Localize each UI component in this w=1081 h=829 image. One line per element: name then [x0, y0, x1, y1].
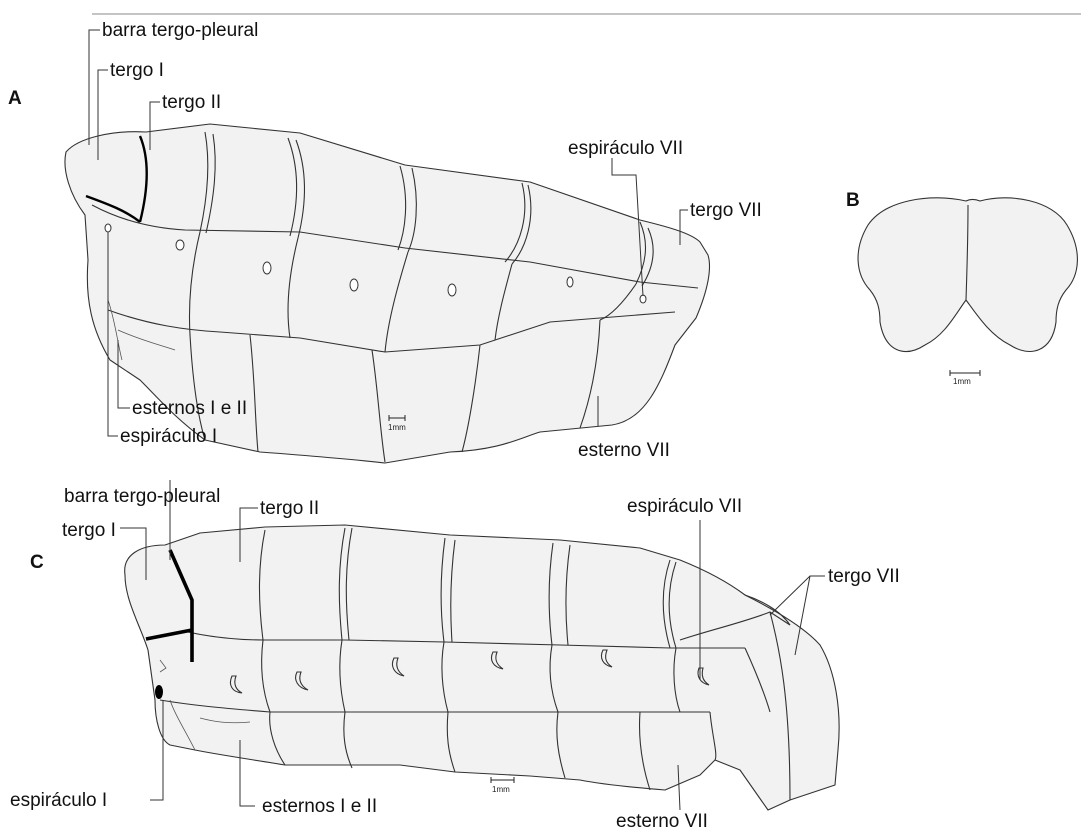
a-label-tergo-vii: tergo VII	[690, 200, 762, 221]
c-scale-bar: 1mm	[491, 777, 514, 794]
a-label-esterno-vii: esterno VII	[578, 440, 670, 461]
c-label-espiraculo-i: espiráculo I	[10, 790, 107, 811]
c-label-esterno-vii: esterno VII	[616, 811, 708, 829]
c-label-tergo-vii: tergo VII	[828, 566, 900, 587]
a-label-espiraculo-i: espiráculo I	[120, 426, 217, 447]
a-scale-label: 1mm	[388, 423, 406, 432]
a-label-espiraculo-vii: espiráculo VII	[568, 138, 683, 159]
a-scale-bar: 1mm	[388, 415, 406, 432]
b-scale-label: 1mm	[953, 377, 971, 386]
b-scale-bar: 1mm	[950, 370, 980, 386]
a-label-esternos-i-ii: esternos I e II	[132, 398, 247, 419]
panel-a-letter: A	[8, 88, 22, 109]
c-scale-label: 1mm	[492, 785, 510, 794]
c-label-tergo-ii: tergo II	[260, 498, 319, 519]
a-label-tergo-ii: tergo II	[162, 92, 221, 113]
a-label-tergo-i: tergo I	[110, 60, 164, 81]
panel-b-letter: B	[846, 190, 860, 211]
c-label-esternos-i-ii: esternos I e II	[262, 796, 377, 817]
panel-c-drawing	[125, 525, 839, 810]
c-label-espiraculo-vii: espiráculo VII	[627, 496, 742, 517]
c-label-barra-tergo-pleural: barra tergo-pleural	[64, 486, 220, 507]
c-label-tergo-i: tergo I	[62, 520, 116, 541]
panel-b-drawing	[858, 198, 1077, 352]
a-label-barra-tergo-pleural: barra tergo-pleural	[102, 20, 258, 41]
panel-c-letter: C	[30, 552, 44, 573]
